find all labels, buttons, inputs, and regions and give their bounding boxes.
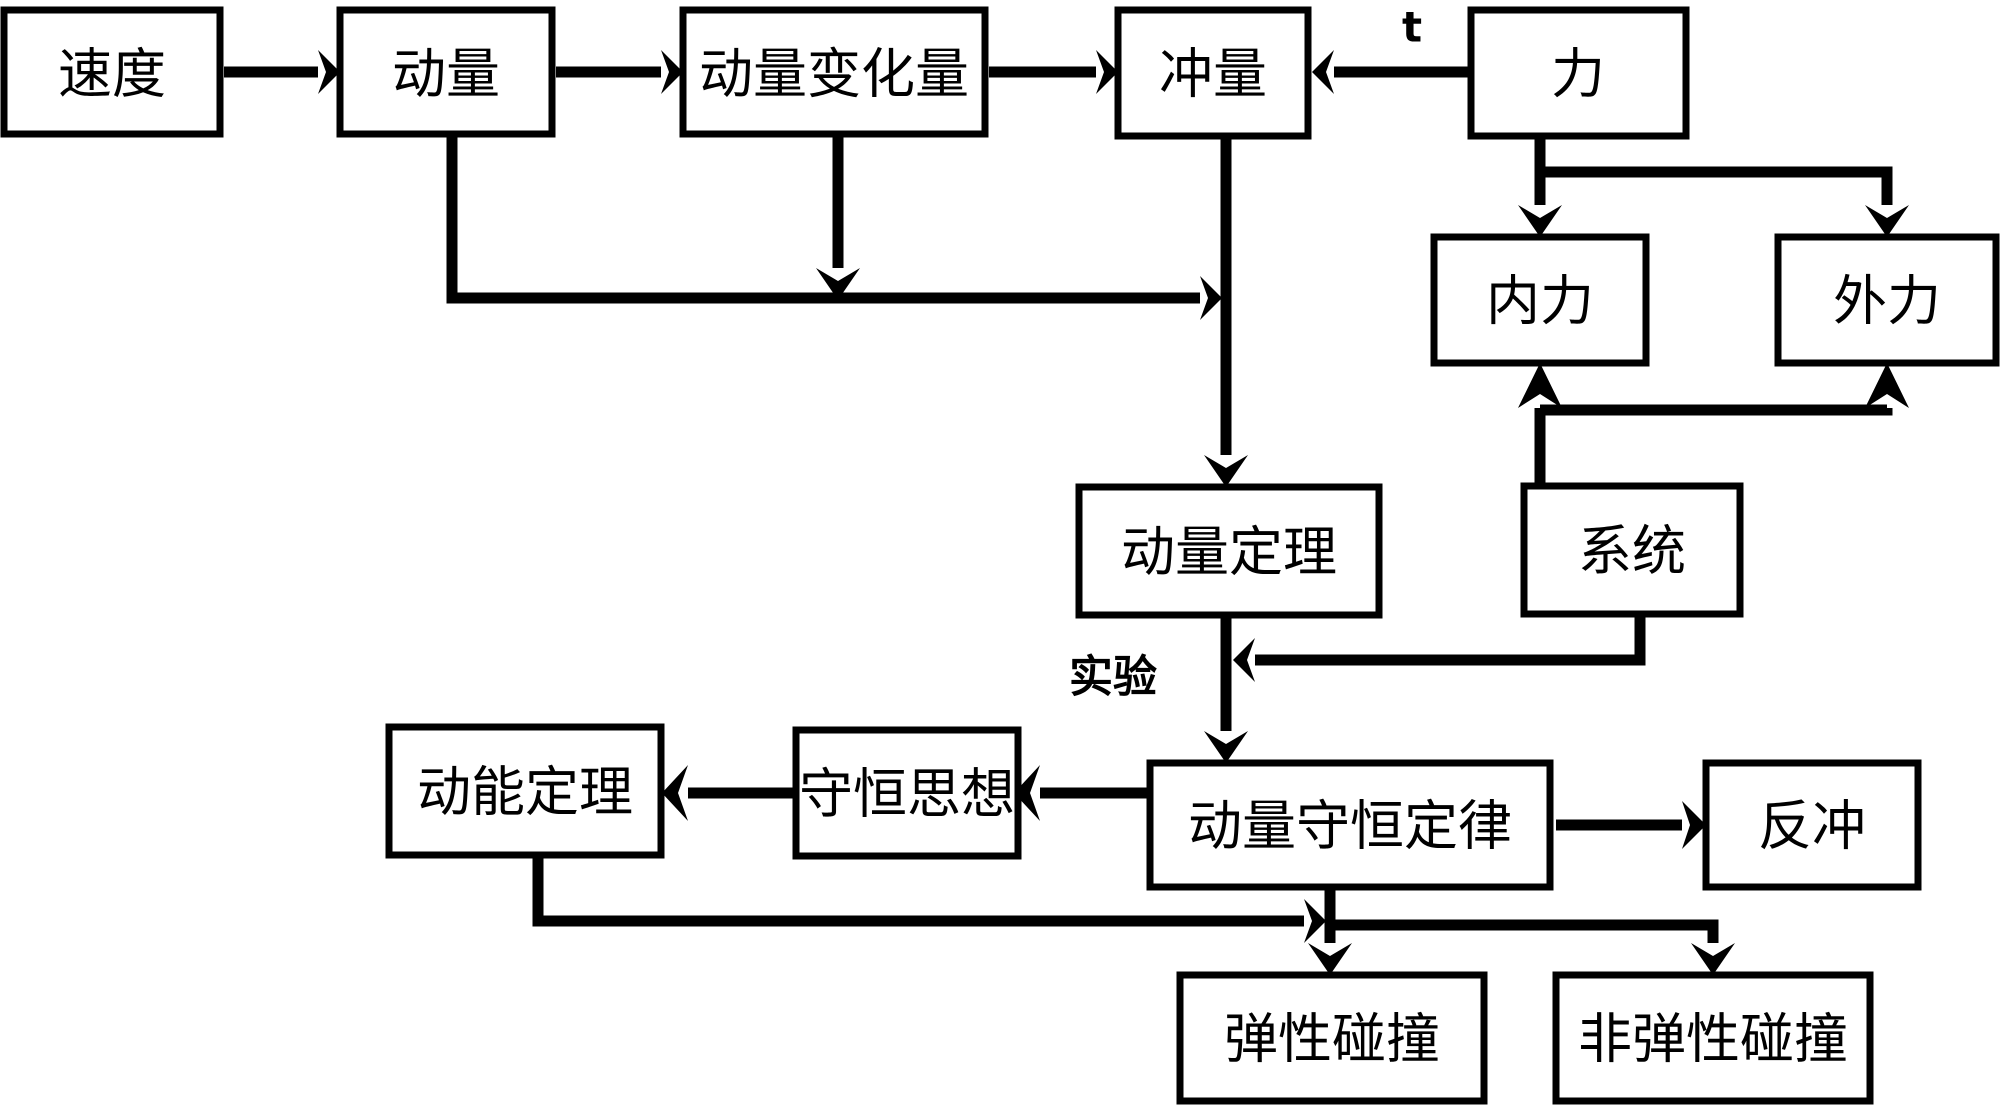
node-label-impulse: 冲量 bbox=[1159, 43, 1267, 106]
edge-conservation-to-inelastic bbox=[1330, 919, 1735, 975]
edge-momentum-change-to-impulse bbox=[989, 50, 1118, 94]
edge-conservation-to-recoil bbox=[1556, 801, 1706, 849]
edge-force-to-internal-force bbox=[1518, 136, 1562, 237]
node-label-conservation-idea: 守恒思想 bbox=[799, 763, 1015, 826]
edge-force-to-impulse bbox=[1312, 50, 1471, 94]
node-label-internal-force: 内力 bbox=[1486, 270, 1594, 333]
edge-force-to-external-force bbox=[1540, 166, 1909, 237]
node-label-inelastic-collision: 非弹性碰撞 bbox=[1578, 1008, 1848, 1071]
node-elastic-collision[interactable]: 弹性碰撞 bbox=[1176, 971, 1488, 1105]
edge-label-t: t bbox=[1402, 3, 1422, 52]
edge-impulse-to-momentum-theorem bbox=[1204, 136, 1248, 487]
node-label-momentum: 动量 bbox=[392, 43, 500, 106]
node-momentum[interactable]: 动量 bbox=[336, 6, 556, 138]
node-label-momentum-theorem: 动量定理 bbox=[1121, 521, 1337, 584]
node-kinetic-theorem[interactable]: 动能定理 bbox=[385, 723, 665, 859]
node-system[interactable]: 系统 bbox=[1520, 482, 1744, 618]
node-momentum-change[interactable]: 动量变化量 bbox=[679, 6, 989, 138]
edge-idea-to-kinetic-theorem bbox=[662, 765, 796, 821]
node-momentum-theorem[interactable]: 动量定理 bbox=[1075, 483, 1383, 619]
node-label-elastic-collision: 弹性碰撞 bbox=[1224, 1008, 1440, 1071]
node-velocity[interactable]: 速度 bbox=[0, 6, 224, 138]
edge-momentum-theorem-to-conservation bbox=[1204, 615, 1248, 763]
node-label-system: 系统 bbox=[1578, 520, 1686, 583]
edge-momentum-to-momentum-change bbox=[556, 50, 683, 94]
node-label-momentum-change: 动量变化量 bbox=[699, 43, 969, 106]
edge-momentum-to-impulse-stem bbox=[446, 134, 1222, 320]
node-label-velocity: 速度 bbox=[58, 43, 166, 106]
node-label-force: 力 bbox=[1551, 43, 1605, 106]
edge-system-to-momentum-theorem-stem bbox=[1233, 614, 1646, 682]
node-label-kinetic-theorem: 动能定理 bbox=[417, 761, 633, 824]
node-label-momentum-conservation: 动量守恒定律 bbox=[1188, 795, 1512, 858]
edge-conservation-to-idea bbox=[1014, 765, 1150, 821]
edge-system-to-external-force bbox=[1540, 363, 1909, 416]
node-inelastic-collision[interactable]: 非弹性碰撞 bbox=[1552, 971, 1874, 1105]
node-impulse[interactable]: 冲量 bbox=[1114, 6, 1312, 140]
edge-kinetic-theorem-to-elastic-stem bbox=[532, 855, 1326, 943]
node-momentum-conservation[interactable]: 动量守恒定律 bbox=[1146, 759, 1554, 891]
node-force[interactable]: 力 bbox=[1467, 6, 1690, 140]
edge-label-experiment: 实验 bbox=[1069, 652, 1157, 703]
node-internal-force[interactable]: 内力 bbox=[1430, 233, 1650, 367]
node-external-force[interactable]: 外力 bbox=[1774, 233, 2000, 367]
node-label-recoil: 反冲 bbox=[1758, 795, 1866, 858]
connector-layer bbox=[224, 50, 1909, 975]
edge-momentum-change-down bbox=[816, 134, 860, 300]
edge-system-to-internal-force bbox=[1518, 363, 1562, 486]
edge-conservation-to-elastic bbox=[1308, 887, 1352, 975]
node-layer: 速度 动量 动量变化量 冲量 力 内力 bbox=[0, 6, 2000, 1105]
node-conservation-idea[interactable]: 守恒思想 bbox=[792, 726, 1022, 860]
edge-velocity-to-momentum bbox=[224, 50, 340, 94]
edge-label-layer: t 实验 bbox=[1069, 3, 1422, 703]
node-recoil[interactable]: 反冲 bbox=[1702, 759, 1922, 891]
node-label-external-force: 外力 bbox=[1833, 270, 1941, 333]
